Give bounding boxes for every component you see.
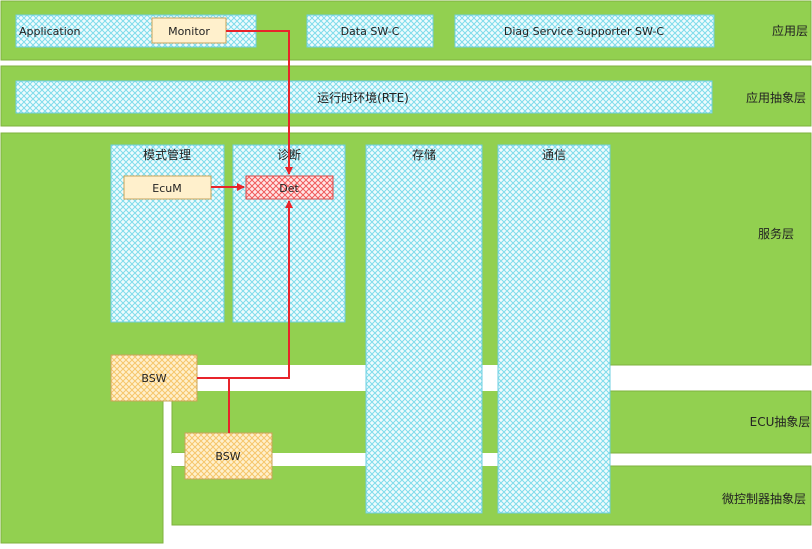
bsw-lower-label: BSW — [215, 450, 240, 463]
det-box — [245, 175, 334, 200]
diag-swc-box — [454, 14, 715, 48]
mcu-gap-bsw — [172, 453, 185, 466]
rte-label: 运行时环境(RTE) — [317, 90, 409, 105]
mode-management-box — [110, 144, 225, 323]
bsw-upper-to-det-connector — [197, 200, 293, 379]
monitor-box — [151, 17, 227, 44]
rte-box — [15, 80, 713, 114]
rte-layer-label: 应用抽象层 — [746, 90, 806, 105]
application-label: Application — [19, 25, 80, 38]
mcu-layer-label: 微控制器抽象层 — [722, 492, 806, 506]
monitor-to-det-connector — [226, 30, 293, 175]
communication-label: 通信 — [542, 148, 566, 162]
storage-box — [365, 144, 483, 514]
service-layer-label: 服务层 — [758, 226, 794, 241]
bsw-upper-box — [110, 354, 198, 402]
det-label: Det — [279, 182, 299, 195]
ecu-gap-mid — [482, 365, 498, 391]
mode-management-label: 模式管理 — [143, 147, 191, 162]
mcu-gap-mid — [482, 453, 498, 466]
application-layer-label: 应用层 — [772, 23, 808, 38]
data-swc-label: Data SW-C — [341, 25, 400, 38]
ecum-label: EcuM — [152, 182, 181, 195]
mcu-gap-left — [272, 453, 366, 466]
bsw-upper-label: BSW — [141, 372, 166, 385]
storage-label: 存储 — [412, 147, 436, 162]
diag-swc-label: Diag Service Supporter SW-C — [504, 25, 665, 38]
ecu-layer-label: ECU抽象层 — [750, 415, 811, 429]
data-swc-box — [306, 14, 434, 48]
monitor-label: Monitor — [168, 25, 210, 38]
communication-box — [497, 144, 611, 514]
